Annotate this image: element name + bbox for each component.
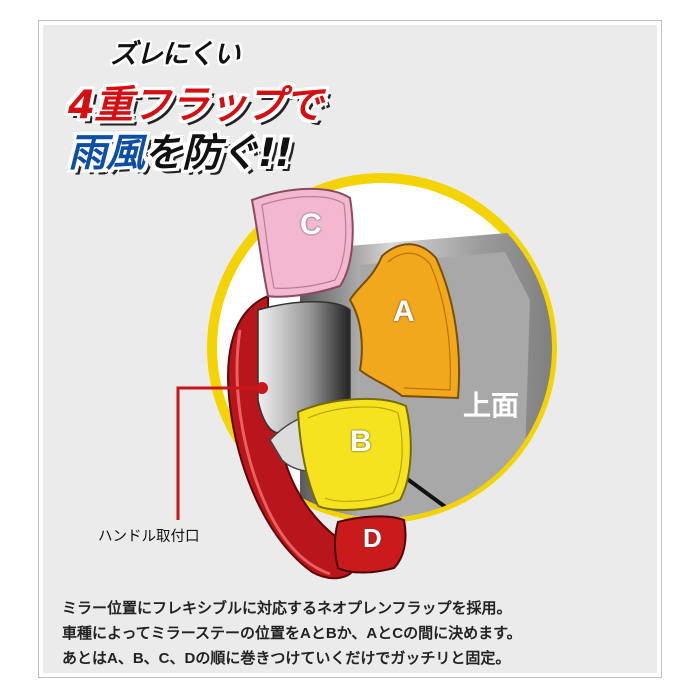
flap-d-label: D	[363, 523, 382, 553]
flap-b-label: B	[350, 425, 372, 458]
flap-a-label: A	[393, 295, 415, 328]
headline-line-1: ズレにくい	[110, 39, 240, 70]
handle-mount-label: ハンドル取付口	[96, 524, 202, 547]
flap-b	[296, 397, 412, 511]
description-line-3: あとはA、B、C、Dの順に巻きつけていくだけでガッチリと固定。	[62, 650, 511, 667]
flap-a	[348, 243, 461, 400]
headline-line-3-rest: を防ぐ!!	[144, 131, 293, 176]
flap-c	[250, 187, 354, 298]
flap-d	[334, 515, 407, 574]
top-surface-label: 上面	[463, 390, 520, 421]
description-line-2: 車種によってミラーステーの位置をAとBか、AとCの間に決めます。	[62, 625, 522, 642]
flap-c-label: C	[300, 208, 322, 241]
headline-line-3: 雨風を防ぐ!!	[68, 122, 293, 178]
headline-line-2: 4重フラップで	[68, 83, 323, 128]
description-line-1: ミラー位置にフレキシブルに対応するネオプレンフラップを採用。	[62, 600, 512, 617]
sleeve-stitch	[235, 329, 331, 576]
leader-line	[176, 386, 262, 520]
headline-emphasis: 雨風	[68, 131, 145, 176]
